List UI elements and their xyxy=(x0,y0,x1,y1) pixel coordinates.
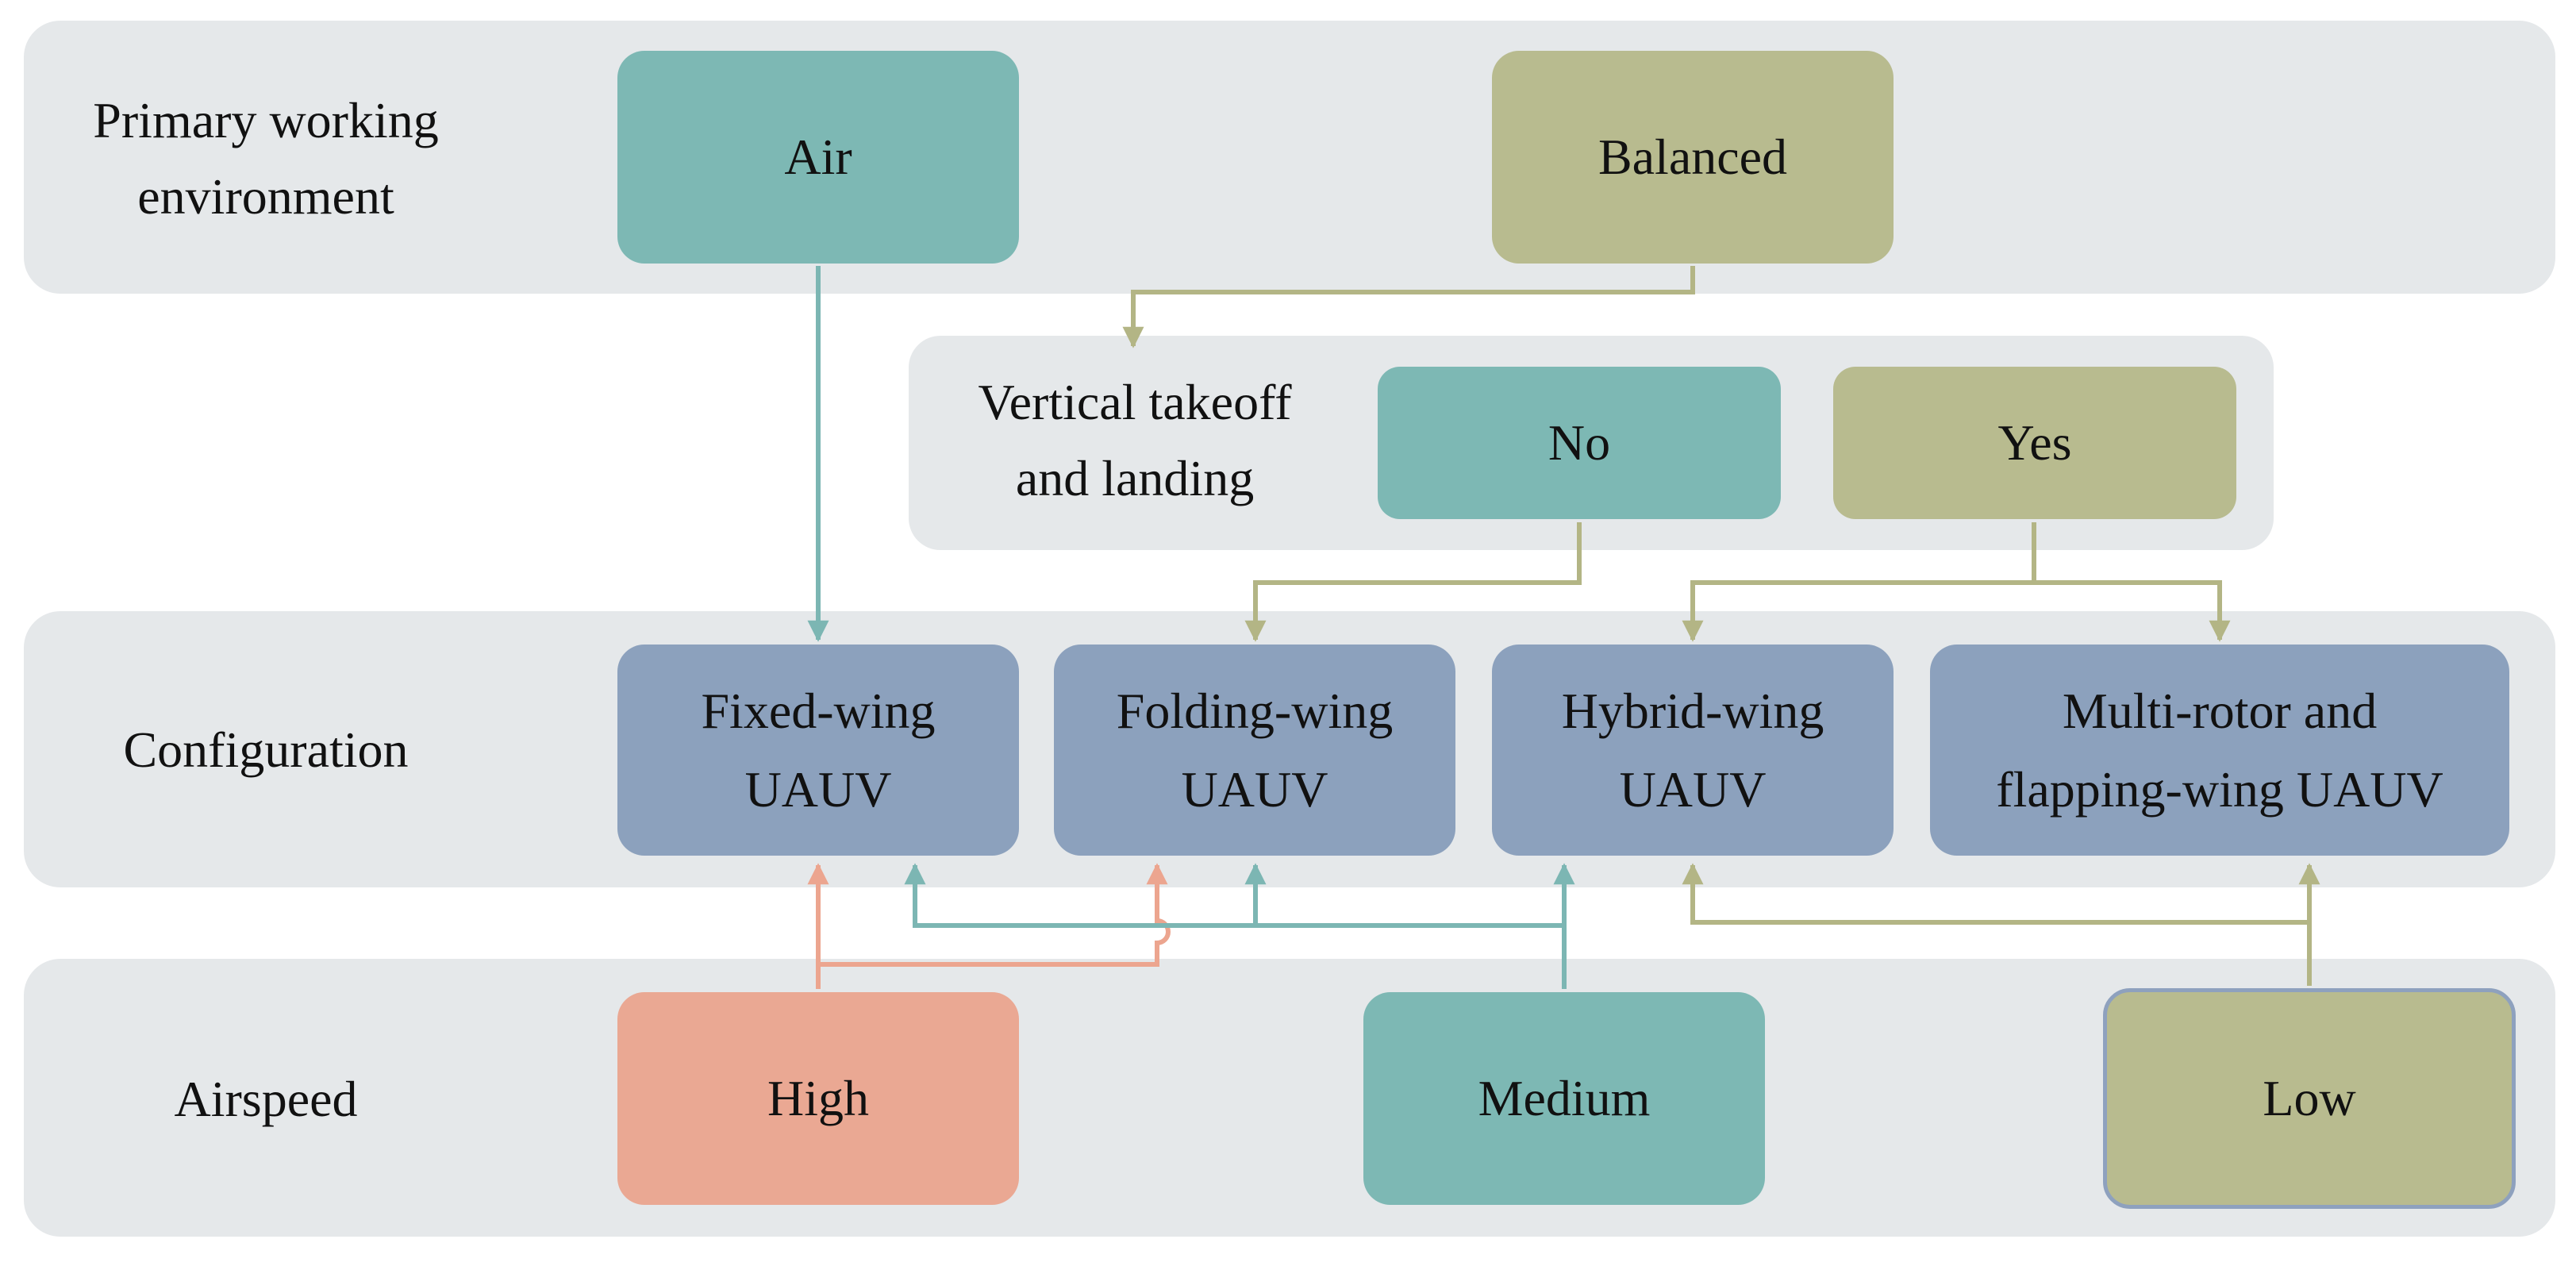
folding-wing-line-1: Folding-wing xyxy=(1116,682,1394,739)
high-node: High xyxy=(617,992,1019,1205)
vtol-label-line-1: Vertical takeoff xyxy=(978,374,1292,430)
hybrid-wing-line-2: UAUV xyxy=(1619,761,1767,818)
folding-wing-uauv-node: Folding-wing UAUV xyxy=(1054,645,1455,856)
vtol-label-line-2: and landing xyxy=(1015,450,1255,506)
no-node: No xyxy=(1378,367,1781,519)
airspeed-label-line-1: Airspeed xyxy=(174,1071,358,1127)
air-node: Air xyxy=(617,51,1019,264)
multi-rotor-line-1: Multi-rotor and xyxy=(2062,682,2378,739)
high-node-text: High xyxy=(767,1070,869,1127)
configuration-label-line-1: Configuration xyxy=(123,722,409,778)
folding-wing-line-2: UAUV xyxy=(1181,761,1328,818)
fixed-wing-uauv-node: Fixed-wing UAUV xyxy=(617,645,1019,856)
medium-node: Medium xyxy=(1363,992,1765,1205)
fixed-wing-line-2: UAUV xyxy=(744,761,892,818)
airspeed-row-label: Airspeed xyxy=(48,1056,484,1143)
low-node: Low xyxy=(2103,988,2516,1209)
vtol-row-label: Vertical takeoff and landing xyxy=(936,361,1333,520)
medium-node-text: Medium xyxy=(1478,1070,1651,1127)
hybrid-wing-uauv-node: Hybrid-wing UAUV xyxy=(1492,645,1894,856)
air-node-text: Air xyxy=(784,129,852,186)
yes-node-text: Yes xyxy=(1997,414,2072,471)
configuration-row-label: Configuration xyxy=(48,706,484,794)
hybrid-wing-line-1: Hybrid-wing xyxy=(1561,682,1824,739)
fixed-wing-line-1: Fixed-wing xyxy=(701,682,936,739)
low-node-text: Low xyxy=(2263,1070,2356,1127)
environment-row-label: Primary working environment xyxy=(48,83,484,234)
multi-rotor-line-2: flapping-wing UAUV xyxy=(1996,761,2443,818)
environment-label-line-2: environment xyxy=(137,168,394,225)
balanced-node: Balanced xyxy=(1492,51,1894,264)
environment-band xyxy=(24,21,2555,294)
no-node-text: No xyxy=(1548,414,1611,471)
yes-node: Yes xyxy=(1833,367,2236,519)
balanced-node-text: Balanced xyxy=(1598,129,1788,186)
multi-rotor-flapping-wing-uauv-node: Multi-rotor and flapping-wing UAUV xyxy=(1930,645,2509,856)
environment-label-line-1: Primary working xyxy=(93,92,439,148)
